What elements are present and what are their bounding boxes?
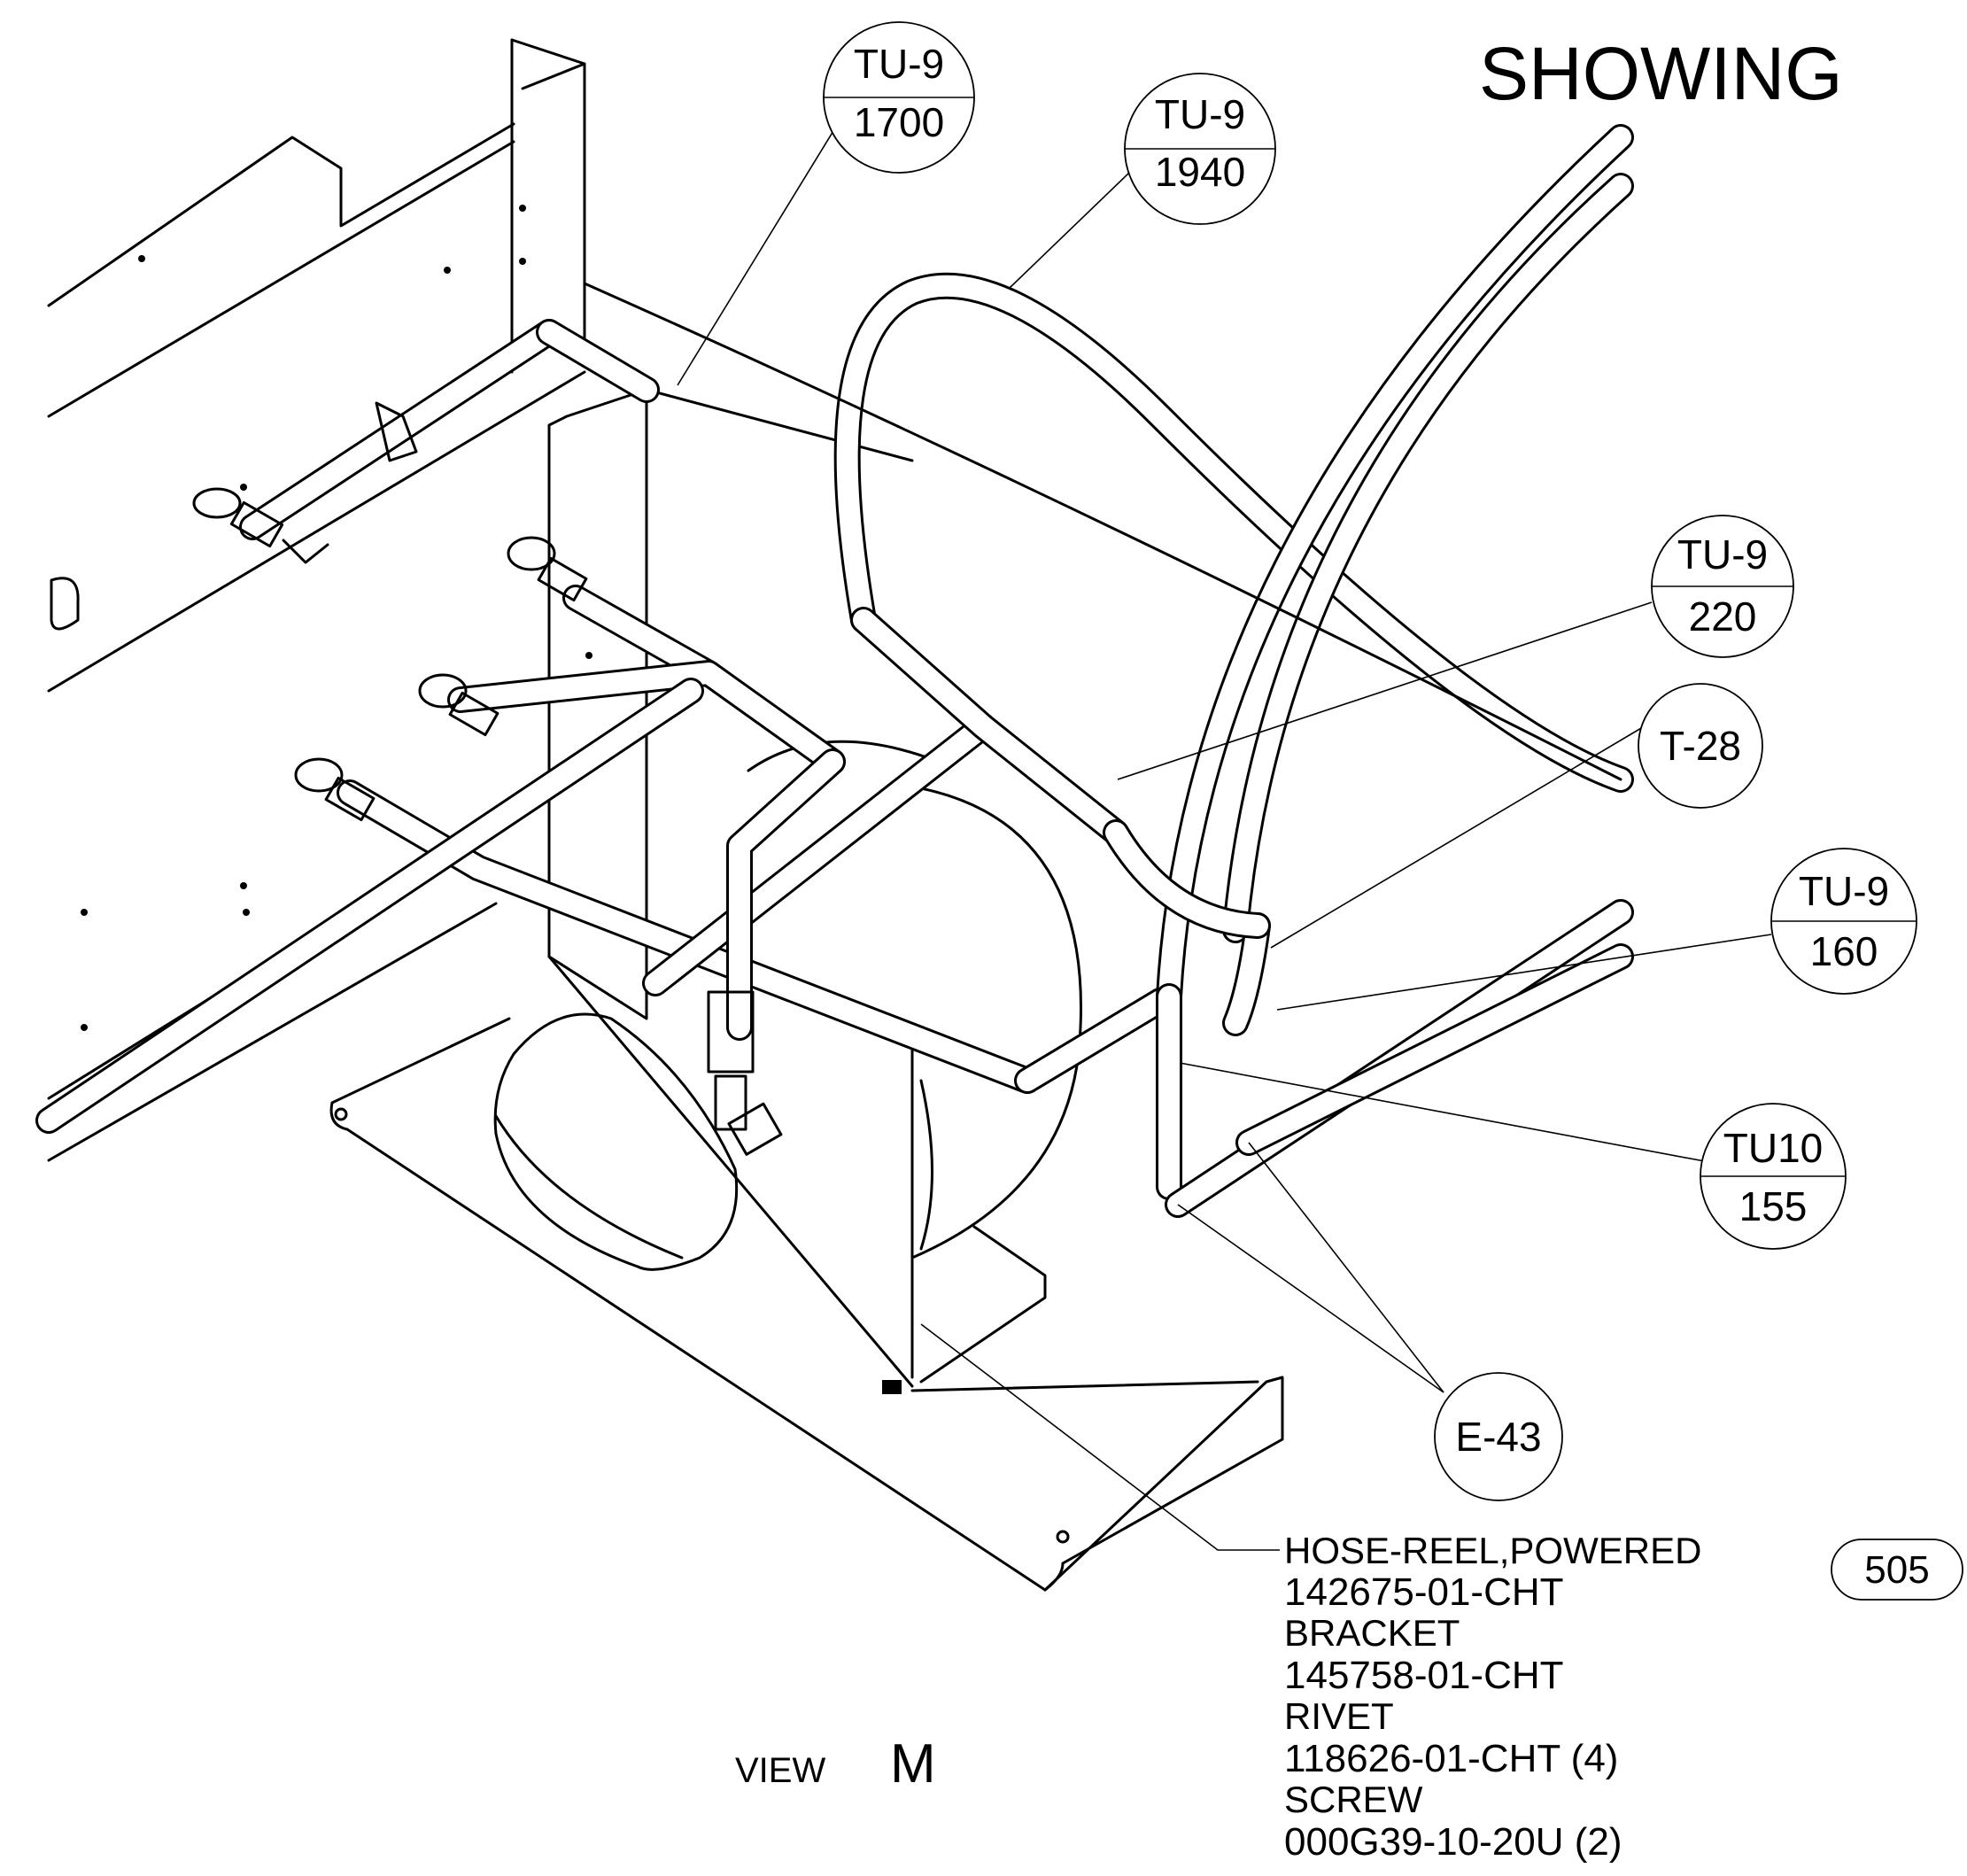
pipe-fittings <box>192 401 783 1156</box>
view-label-letter: M <box>890 1733 936 1795</box>
item-number: 505 <box>1864 1548 1929 1592</box>
view-label: VIEW M <box>735 1733 936 1795</box>
item-number-balloon: 505 <box>1831 1539 1963 1601</box>
callout-tu9-160: TU-9 160 <box>1770 848 1917 995</box>
callout-value: 220 <box>1689 593 1757 640</box>
parts-note-line: 118626-01-CHT (4) <box>1284 1737 1618 1780</box>
hose-reel-drum <box>747 740 1082 1260</box>
base-plate <box>329 1017 1284 1592</box>
parts-note-line: 000G39-10-20U (2) <box>1284 1820 1622 1864</box>
leader-lines <box>677 110 1772 1551</box>
parts-note-line: HOSE-REEL,POWERED <box>1284 1530 1701 1571</box>
callout-value: 160 <box>1810 928 1878 974</box>
callout-tu9-220: TU-9 220 <box>1651 515 1794 658</box>
callout-value: 155 <box>1739 1183 1808 1229</box>
callout-value: 1700 <box>854 99 944 145</box>
callout-label: TU-9 <box>1155 91 1245 137</box>
drawing-title: SHOWING <box>1479 32 1843 115</box>
callout-label: TU-9 <box>1677 531 1768 578</box>
callout-label: E-43 <box>1455 1414 1541 1460</box>
cabinet-panel <box>47 38 592 1162</box>
parts-note-line: RIVET <box>1284 1695 1394 1737</box>
callout-label: T-28 <box>1660 723 1741 769</box>
callout-tu9-1700: TU-9 1700 <box>823 21 975 174</box>
parts-note-line: SCREW <box>1284 1779 1423 1820</box>
callout-label: TU-9 <box>854 41 944 87</box>
parts-note-line: BRACKET <box>1284 1612 1460 1654</box>
parts-note: HOSE-REEL,POWERED 142675-01-CHT BRACKET … <box>1284 1530 1701 1864</box>
callout-tu10-155: TU10 155 <box>1700 1103 1847 1250</box>
callout-e43: E-43 <box>1434 1372 1563 1501</box>
plumbing-tubes <box>35 319 1173 1134</box>
callout-label: TU-9 <box>1799 868 1889 914</box>
callout-t28: T-28 <box>1638 683 1763 809</box>
view-label-prefix: VIEW <box>735 1751 825 1790</box>
callout-label: TU10 <box>1723 1125 1823 1171</box>
parts-note-line: 145758-01-CHT <box>1284 1654 1564 1697</box>
reel-motor <box>493 1012 739 1271</box>
reel-hoses <box>583 124 1634 1218</box>
parts-note-line: 142675-01-CHT <box>1284 1570 1564 1614</box>
callout-tu9-1940: TU-9 1940 <box>1124 73 1276 225</box>
callout-value: 1940 <box>1155 149 1245 195</box>
